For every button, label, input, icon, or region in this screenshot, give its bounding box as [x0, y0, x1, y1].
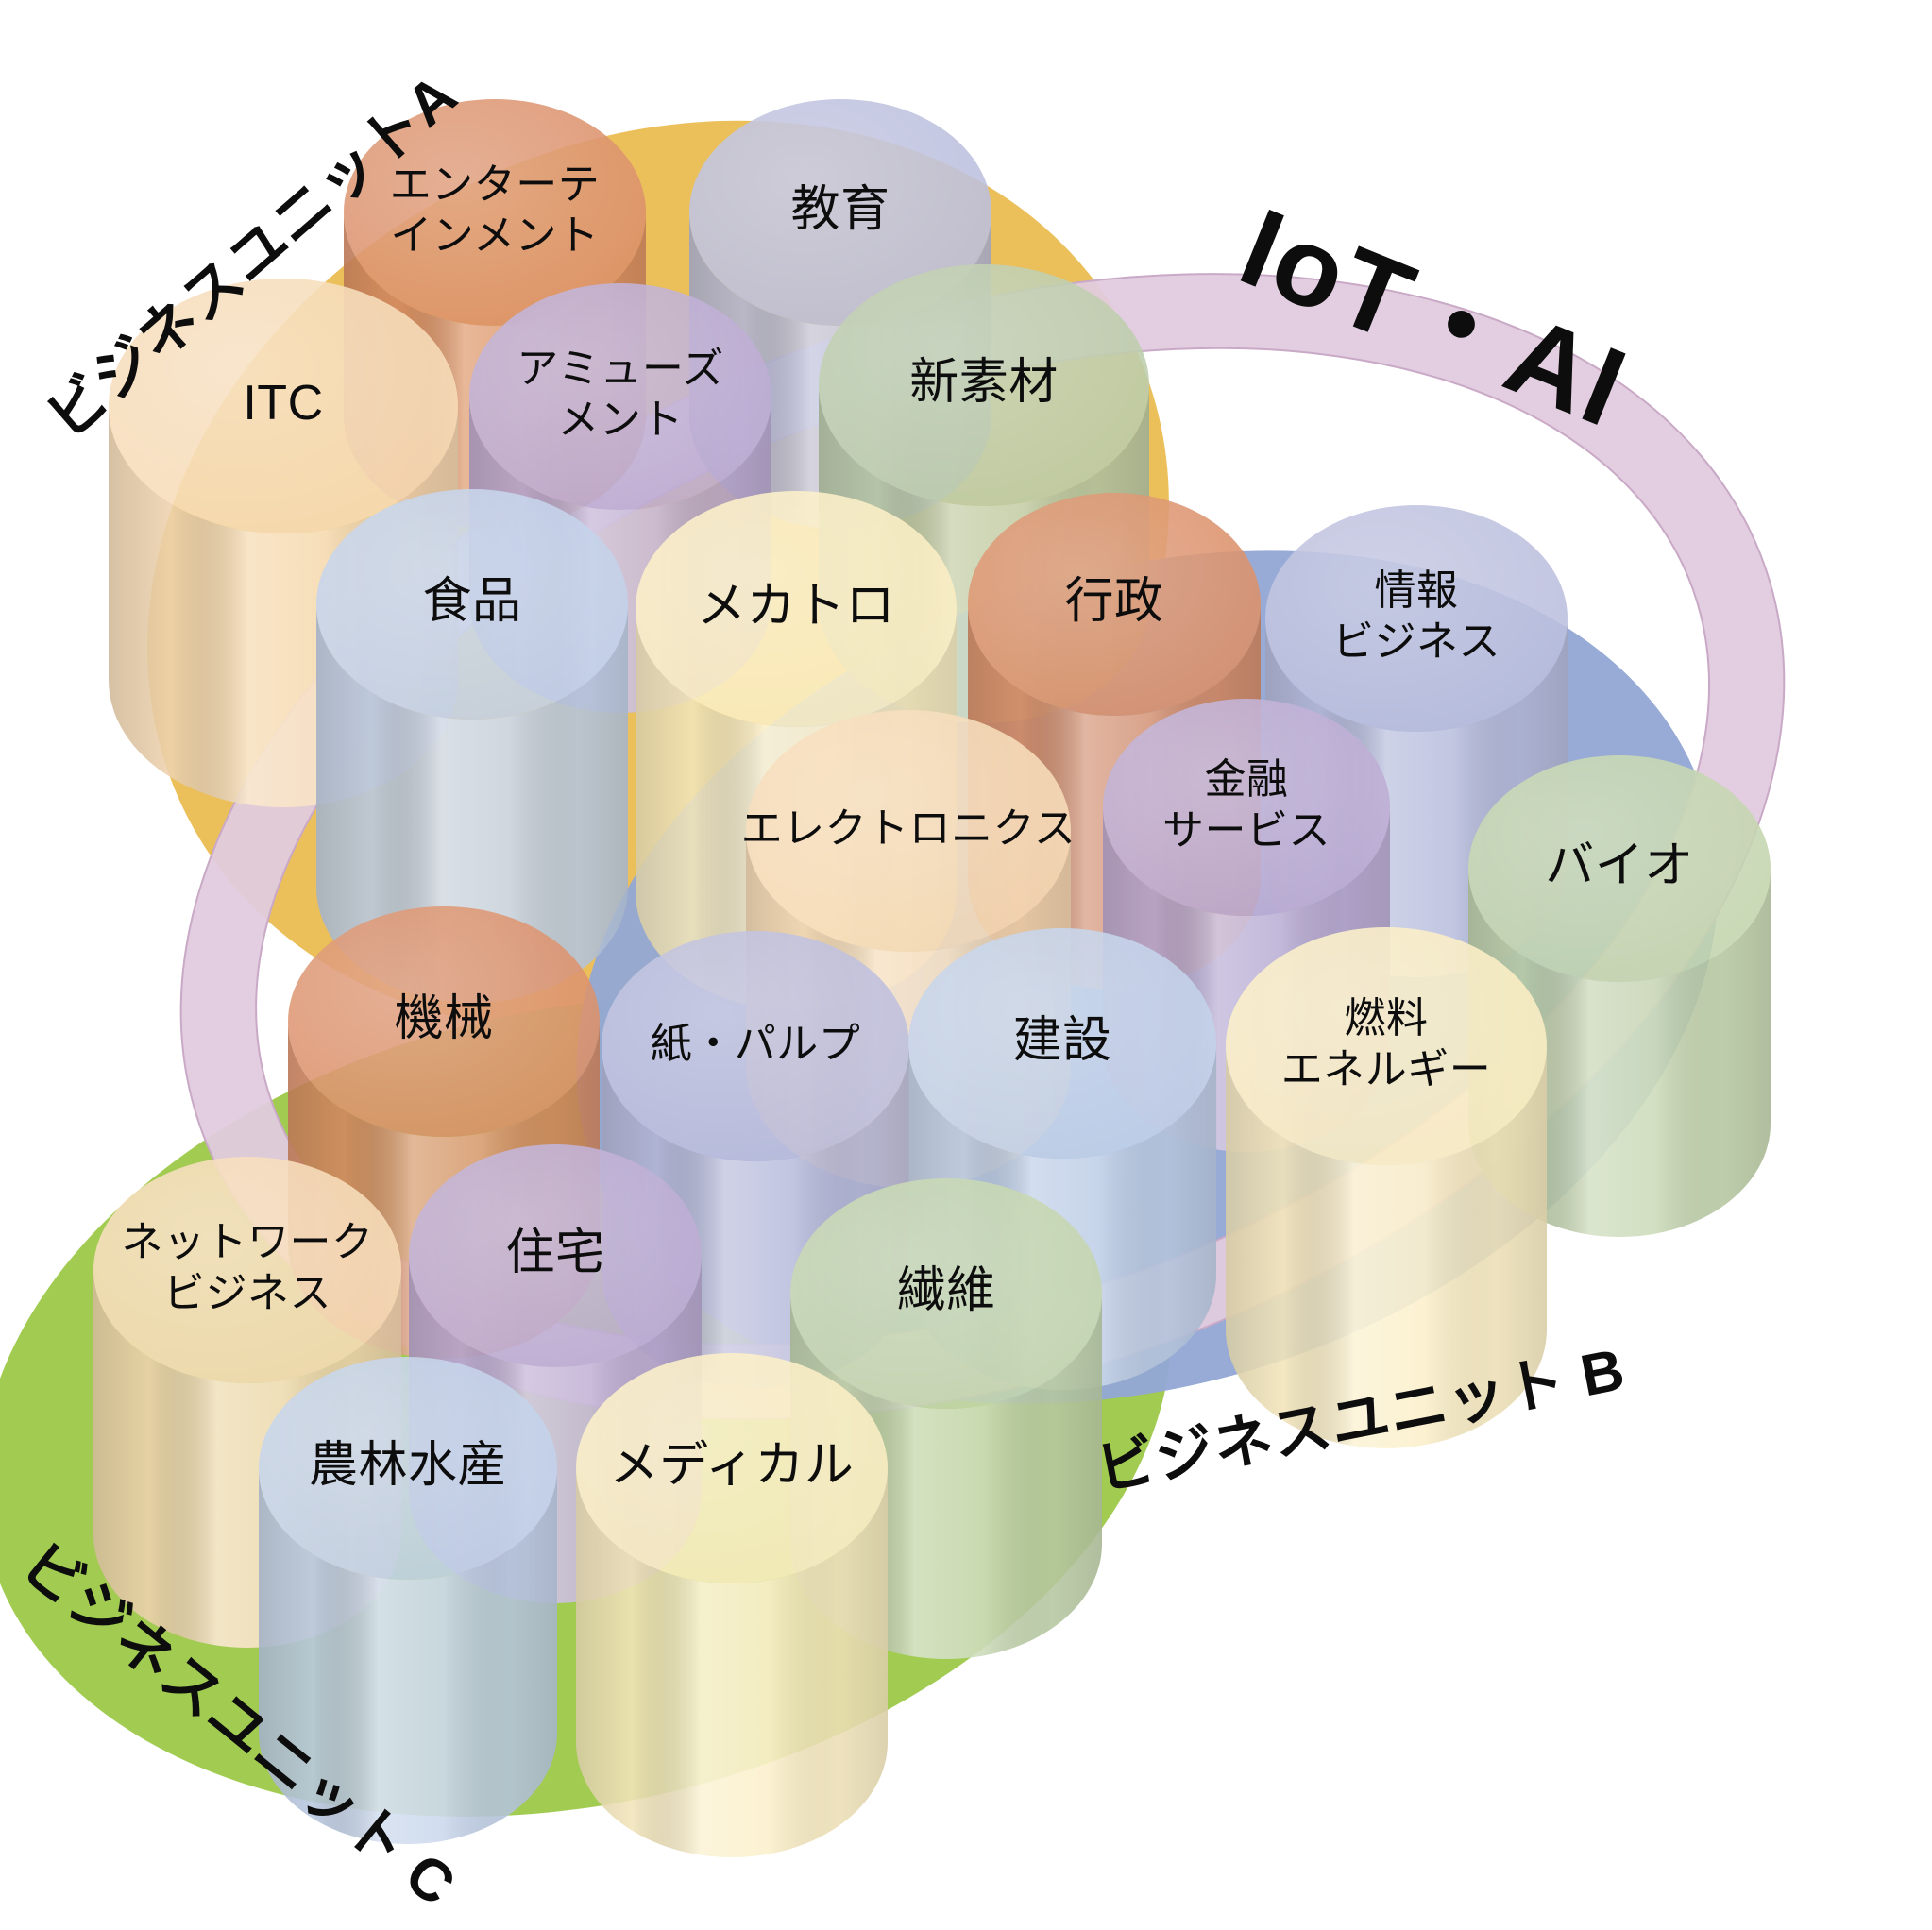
- cylinder-label-line: 繊維: [896, 1263, 995, 1318]
- cylinder-label-line: ビジネス: [163, 1270, 331, 1316]
- cylinder-label: ITC: [243, 376, 323, 431]
- cylinder-label-line: 住宅: [505, 1226, 604, 1280]
- cylinder-label-line: 教育: [790, 182, 890, 237]
- cylinder-top-highlight: [819, 264, 1149, 506]
- cylinder-label-line: ビジネス: [1332, 618, 1500, 665]
- cylinder-label-line: インメント: [390, 212, 599, 259]
- cylinder-label: 金融サービス: [1162, 756, 1330, 854]
- cylinder-label-line: 建設: [1012, 1013, 1111, 1068]
- cylinder-label: バイオ: [1545, 838, 1694, 893]
- cylinder-label-line: バイオ: [1545, 838, 1694, 893]
- cylinder-top-highlight: [636, 491, 957, 727]
- cylinder-top-highlight: [908, 928, 1216, 1159]
- cylinder-label: 燃料エネルギー: [1281, 995, 1492, 1092]
- cylinder-medical[interactable]: メディカル: [576, 1353, 888, 1857]
- cylinder-body-shading: [576, 1468, 888, 1857]
- cylinder-top-highlight: [344, 99, 646, 326]
- cylinder-body-shading: [316, 604, 628, 1003]
- cylinder-label-line: エネルギー: [1281, 1046, 1492, 1092]
- cylinder-top-highlight: [790, 1178, 1102, 1409]
- cylinder-label-line: メント: [557, 397, 684, 443]
- cylinder-label-line: 金融: [1205, 756, 1289, 803]
- cylinder-label-line: 機械: [394, 991, 493, 1046]
- cylinder-label: 新素材: [909, 355, 1059, 410]
- cylinder-top-highlight: [602, 931, 909, 1161]
- cylinder-top-highlight: [288, 906, 600, 1137]
- cylinder-label: メカトロ: [697, 579, 895, 634]
- cylinder-top-highlight: [259, 1357, 557, 1580]
- cylinder-top-highlight: [93, 1157, 401, 1383]
- cylinder-top-highlight: [968, 493, 1261, 716]
- cylinder-label: 行政: [1064, 574, 1163, 629]
- cylinder-label-line: メカトロ: [697, 579, 895, 634]
- cylinder-label-line: 紙・パルプ: [651, 1021, 861, 1067]
- cylinder-body-shading: [1226, 1046, 1547, 1448]
- cylinder-top-highlight: [109, 279, 458, 533]
- cylinder-label: アミューズメント: [517, 346, 723, 443]
- cylinder-label-line: ITC: [243, 376, 323, 431]
- cylinder-top-highlight: [689, 99, 991, 326]
- cylinder-label-line: 新素材: [909, 355, 1059, 410]
- cylinder-label-line: サービス: [1162, 807, 1330, 854]
- cylinder-top-highlight: [746, 710, 1071, 952]
- cylinder-label-line: エンターテ: [390, 161, 601, 208]
- cylinder-top-highlight: [469, 283, 771, 510]
- iot-ai-label: IoT・AI: [1225, 185, 1643, 451]
- cylinder-top-highlight: [409, 1144, 702, 1367]
- cylinder-label: 紙・パルプ: [651, 1021, 861, 1067]
- cylinder-agriculture_forestry_fishery[interactable]: 農林水産: [259, 1357, 557, 1844]
- cylinder-label: 建設: [1012, 1013, 1111, 1068]
- cylinder-network_business[interactable]: ネットワークビジネス: [93, 1157, 401, 1648]
- cylinder-top-highlight: [1468, 755, 1771, 982]
- cylinder-body-shading: [259, 1468, 557, 1844]
- cylinder-label: メディカル: [610, 1438, 855, 1493]
- cylinder-label: エンターテインメント: [390, 161, 601, 259]
- cylinder-food[interactable]: 食品: [316, 489, 628, 1003]
- cylinder-label: 教育: [790, 182, 890, 237]
- cylinder-label: 住宅: [505, 1226, 604, 1280]
- cylinder-fuel_energy[interactable]: 燃料エネルギー: [1226, 927, 1547, 1448]
- cylinder-label: 繊維: [896, 1263, 995, 1318]
- cylinder-label-line: 行政: [1064, 574, 1163, 629]
- cylinder-label: 農林水産: [309, 1438, 507, 1493]
- cylinder-label-line: 燃料: [1345, 995, 1429, 1041]
- cylinder-label-line: 情報: [1375, 567, 1459, 614]
- cylinder-top-highlight: [576, 1353, 888, 1583]
- cylinder-label-line: アミューズ: [517, 346, 723, 392]
- cylinder-top-highlight: [1265, 505, 1568, 732]
- cylinder-label-line: 農林水産: [309, 1438, 507, 1493]
- cylinder-top-highlight: [1226, 927, 1547, 1165]
- cylinders-layer: エンターテインメント教育ITCアミューズメント新素材食品メカトロ行政情報ビジネス…: [93, 99, 1771, 1857]
- cylinder-label: エレクトロニクス: [741, 805, 1076, 852]
- cylinder-top-highlight: [1103, 699, 1390, 916]
- cylinder-label-line: ネットワーク: [122, 1219, 374, 1265]
- cylinder-label: 情報ビジネス: [1332, 567, 1500, 665]
- cylinder-label: ネットワークビジネス: [122, 1219, 374, 1316]
- cylinder-label-line: エレクトロニクス: [741, 805, 1076, 852]
- cylinder-label: 食品: [422, 574, 521, 629]
- cylinder-label-line: 食品: [422, 574, 521, 629]
- cylinder-label-line: メディカル: [610, 1438, 855, 1493]
- cylinder-label: 機械: [394, 991, 493, 1046]
- cylinder-top-highlight: [316, 489, 628, 720]
